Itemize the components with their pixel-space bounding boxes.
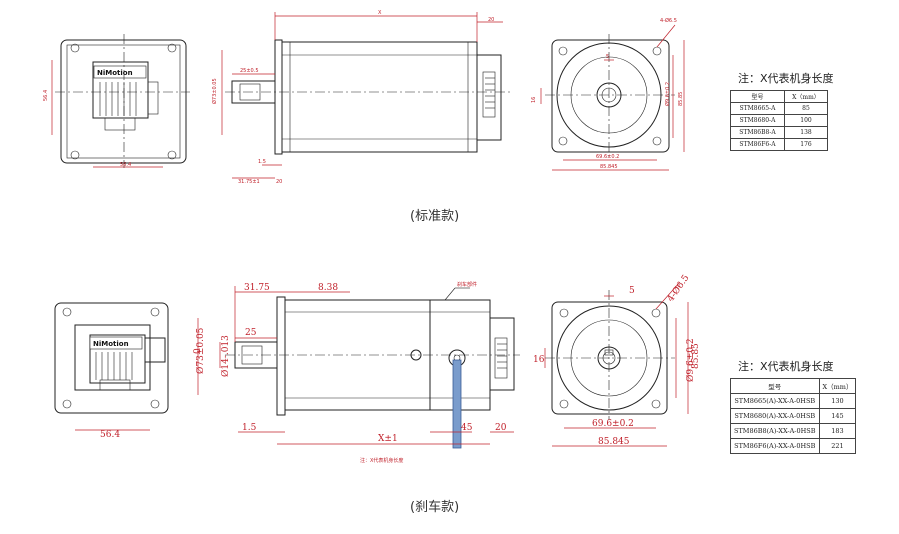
standard-dim-holes: 4-Ø6.5 <box>660 17 677 24</box>
brake-front-dim-d96: Ø9.6±0.2 <box>685 338 696 382</box>
table-header-row: 型号 X（mm） <box>730 90 829 103</box>
brake-dim-1-5: 1.5 <box>242 423 257 433</box>
standard-dim-25: 25±0.5 <box>240 68 259 74</box>
standard-dim-small: 20 <box>276 179 282 185</box>
table-cell-model: STM8680(A)-XX-A-0HSB <box>730 408 820 424</box>
brake-front-dim-16: 16 <box>533 355 545 365</box>
table-cell-model: STM8665-A <box>730 102 785 115</box>
brake-note: 注：X代表机身长度 <box>738 360 834 373</box>
standard-side-view: X 20 Ø73±0.05 25±0.5 31.75±1 1.5 20 <box>211 10 512 185</box>
brake-front-dim-holes: 4-Ø6.5 <box>665 273 692 304</box>
table-cell-model: STM86B8-A <box>730 126 785 139</box>
brake-dim-45: 45 <box>461 423 473 433</box>
standard-back-view: NiMotion 56.4 56.4 <box>43 34 190 168</box>
table-cell-x: 183 <box>818 423 857 439</box>
table-cell-model: STM86F6-A <box>730 138 785 151</box>
table-header-x: X（mm） <box>783 90 829 103</box>
table-cell-x: 130 <box>818 393 857 409</box>
standard-note: 注：X代表机身长度 <box>738 72 834 85</box>
brake-front-view: 5 4-Ø6.5 16 Ø9.6±0.2 85.85 69.6±0.2 85.8… <box>533 273 701 447</box>
brake-front-dim-5: 5 <box>629 286 635 296</box>
brake-brand-label: NiMotion <box>93 340 129 348</box>
brake-dim-d14: Ø14-.013 <box>220 335 231 377</box>
standard-dim-x: X <box>378 10 382 16</box>
brake-back-view: NiMotion 56.4 <box>54 302 169 440</box>
brake-front-dim-69: 69.6±0.2 <box>592 419 634 429</box>
standard-dim-16: 16 <box>531 97 537 103</box>
standard-dim-bottom: 56.4 <box>120 162 131 168</box>
standard-dim-85: 85.85 <box>678 92 684 106</box>
table-cell-model: STM86B8(A)-XX-A-0HSB <box>730 423 820 439</box>
table-cell-x: 100 <box>783 114 829 127</box>
table-cell-x: 138 <box>783 126 829 139</box>
standard-dim-5: 5 <box>606 54 609 60</box>
table-cell-model: STM8665(A)-XX-A-0HSB <box>730 393 820 409</box>
standard-dim-d73: Ø73±0.05 <box>211 78 218 104</box>
table-header-model: 型号 <box>730 378 820 394</box>
brake-caption: (刹车款) <box>410 500 460 515</box>
standard-dim-20: 20 <box>488 17 494 23</box>
table-header-x: X（mm） <box>818 378 857 394</box>
table-cell-x: 145 <box>818 408 857 424</box>
brake-bottom-note: 注：X代表机身长度 <box>360 457 403 464</box>
table-cell-x: 221 <box>818 438 857 454</box>
brake-dim-20: 20 <box>495 423 507 433</box>
standard-dim-left: 56.4 <box>43 90 49 101</box>
table-cell-model: STM86F6(A)-XX-A-0HSB <box>730 438 820 454</box>
standard-dim-1-5: 1.5 <box>258 159 266 165</box>
table-header-model: 型号 <box>730 90 785 103</box>
brake-dim-0: 0 <box>193 348 203 354</box>
table-cell-model: STM8680-A <box>730 114 785 127</box>
standard-brand-label: NiMotion <box>97 69 133 77</box>
standard-caption: (标准款) <box>410 209 460 224</box>
brake-front-dim-85845: 85.845 <box>598 437 630 447</box>
standard-dim-d96: Ø9.6±0.2 <box>664 82 671 106</box>
standard-front-view: 4-Ø6.5 5 16 Ø9.6±0.2 85.85 69.6±0.2 85.8… <box>531 17 685 171</box>
brake-dim-x: X±1 <box>378 434 398 444</box>
brake-dim-56: 56.4 <box>100 430 120 440</box>
standard-dim-31: 31.75±1 <box>238 179 260 185</box>
brake-dim-25: 25 <box>245 328 257 338</box>
brake-part-label: 刹车部件 <box>457 281 477 288</box>
brake-dim-31-75: 31.75 <box>244 283 270 293</box>
brake-dim-d73: Ø73±0.05 <box>195 327 206 374</box>
table-header-row: 型号 X（mm） <box>730 378 857 394</box>
brake-front-dim-85-85: 85.85 <box>691 343 701 369</box>
standard-dim-85845: 85.845 <box>600 164 618 170</box>
brake-dim-8-38: 8.38 <box>318 283 338 293</box>
table-cell-x: 85 <box>783 102 829 115</box>
brake-side-view: 31.75 8.38 25 Ø73±0.05 0 Ø14-.013 1.5 X±… <box>193 281 520 464</box>
standard-dim-69: 69.6±0.2 <box>596 154 619 160</box>
table-cell-x: 176 <box>783 138 829 151</box>
